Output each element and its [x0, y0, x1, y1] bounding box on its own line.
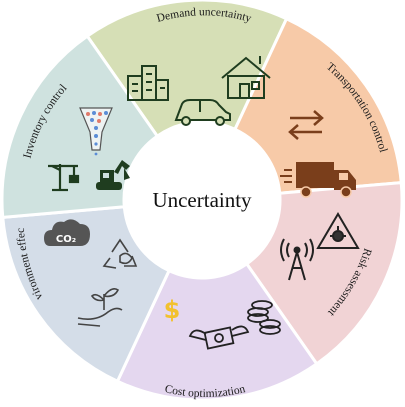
svg-text:$: $	[164, 296, 181, 324]
recycle-icon	[102, 238, 138, 269]
house-icon	[221, 56, 271, 99]
funnel-icon	[79, 107, 113, 156]
truck-icon	[280, 162, 356, 198]
coin-stack-icon	[247, 300, 281, 335]
car-icon	[174, 99, 231, 126]
label-cost-optimization: Cost optimization	[164, 383, 247, 400]
segment-cost-optimization	[115, 261, 319, 402]
swap-arrows-icon	[288, 110, 324, 140]
segment-transportation-control	[232, 16, 403, 195]
dollar-icon: $	[164, 296, 181, 324]
center-circle	[134, 132, 270, 268]
flying-money-icon	[188, 325, 250, 350]
buildings-icon	[127, 65, 169, 101]
warning-sign-icon	[316, 212, 360, 249]
segment-demand-uncertainty	[85, 0, 289, 139]
svg-text:CO₂: CO₂	[56, 234, 76, 245]
center-label: Uncertainty	[152, 188, 252, 212]
plant-hand-icon	[77, 288, 123, 327]
signal-tower-icon	[280, 238, 314, 281]
co2-cloud-icon: CO₂	[44, 219, 90, 246]
excavator-icon	[96, 160, 130, 190]
crane-icon	[48, 164, 80, 192]
